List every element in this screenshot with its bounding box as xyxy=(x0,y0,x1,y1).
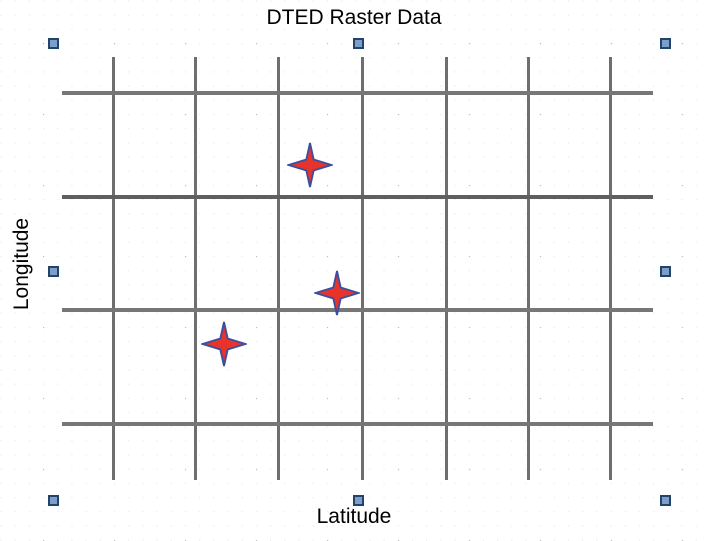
gridline-vertical-1 xyxy=(112,57,115,480)
gridline-horizontal-2 xyxy=(62,195,653,199)
four-pointed-star-icon xyxy=(199,321,249,367)
chart-title: DTED Raster Data xyxy=(266,6,442,29)
data-point-star-2 xyxy=(312,270,362,316)
handle-top-left[interactable] xyxy=(48,38,59,49)
four-pointed-star-icon xyxy=(285,142,335,188)
gridline-vertical-6 xyxy=(527,57,530,480)
handle-bottom-right[interactable] xyxy=(660,495,671,506)
handle-middle-right[interactable] xyxy=(660,266,671,277)
four-pointed-star-icon xyxy=(312,270,362,316)
gridline-vertical-2 xyxy=(194,57,197,480)
handle-bottom-left[interactable] xyxy=(48,495,59,506)
handle-top-right[interactable] xyxy=(660,38,671,49)
handle-bottom-center[interactable] xyxy=(353,495,364,506)
gridline-vertical-3 xyxy=(277,57,280,480)
gridline-horizontal-1 xyxy=(62,91,653,95)
gridline-vertical-5 xyxy=(445,57,448,480)
gridline-vertical-4 xyxy=(361,57,364,480)
data-point-star-3 xyxy=(199,321,249,367)
gridline-vertical-7 xyxy=(609,57,612,480)
gridline-horizontal-4 xyxy=(62,422,653,426)
y-axis-title: Longitude xyxy=(10,217,33,311)
data-point-star-1 xyxy=(285,142,335,188)
x-axis-title: Latitude xyxy=(316,505,392,528)
handle-top-center[interactable] xyxy=(353,38,364,49)
handle-middle-left[interactable] xyxy=(48,266,59,277)
gridline-horizontal-3 xyxy=(62,308,653,312)
